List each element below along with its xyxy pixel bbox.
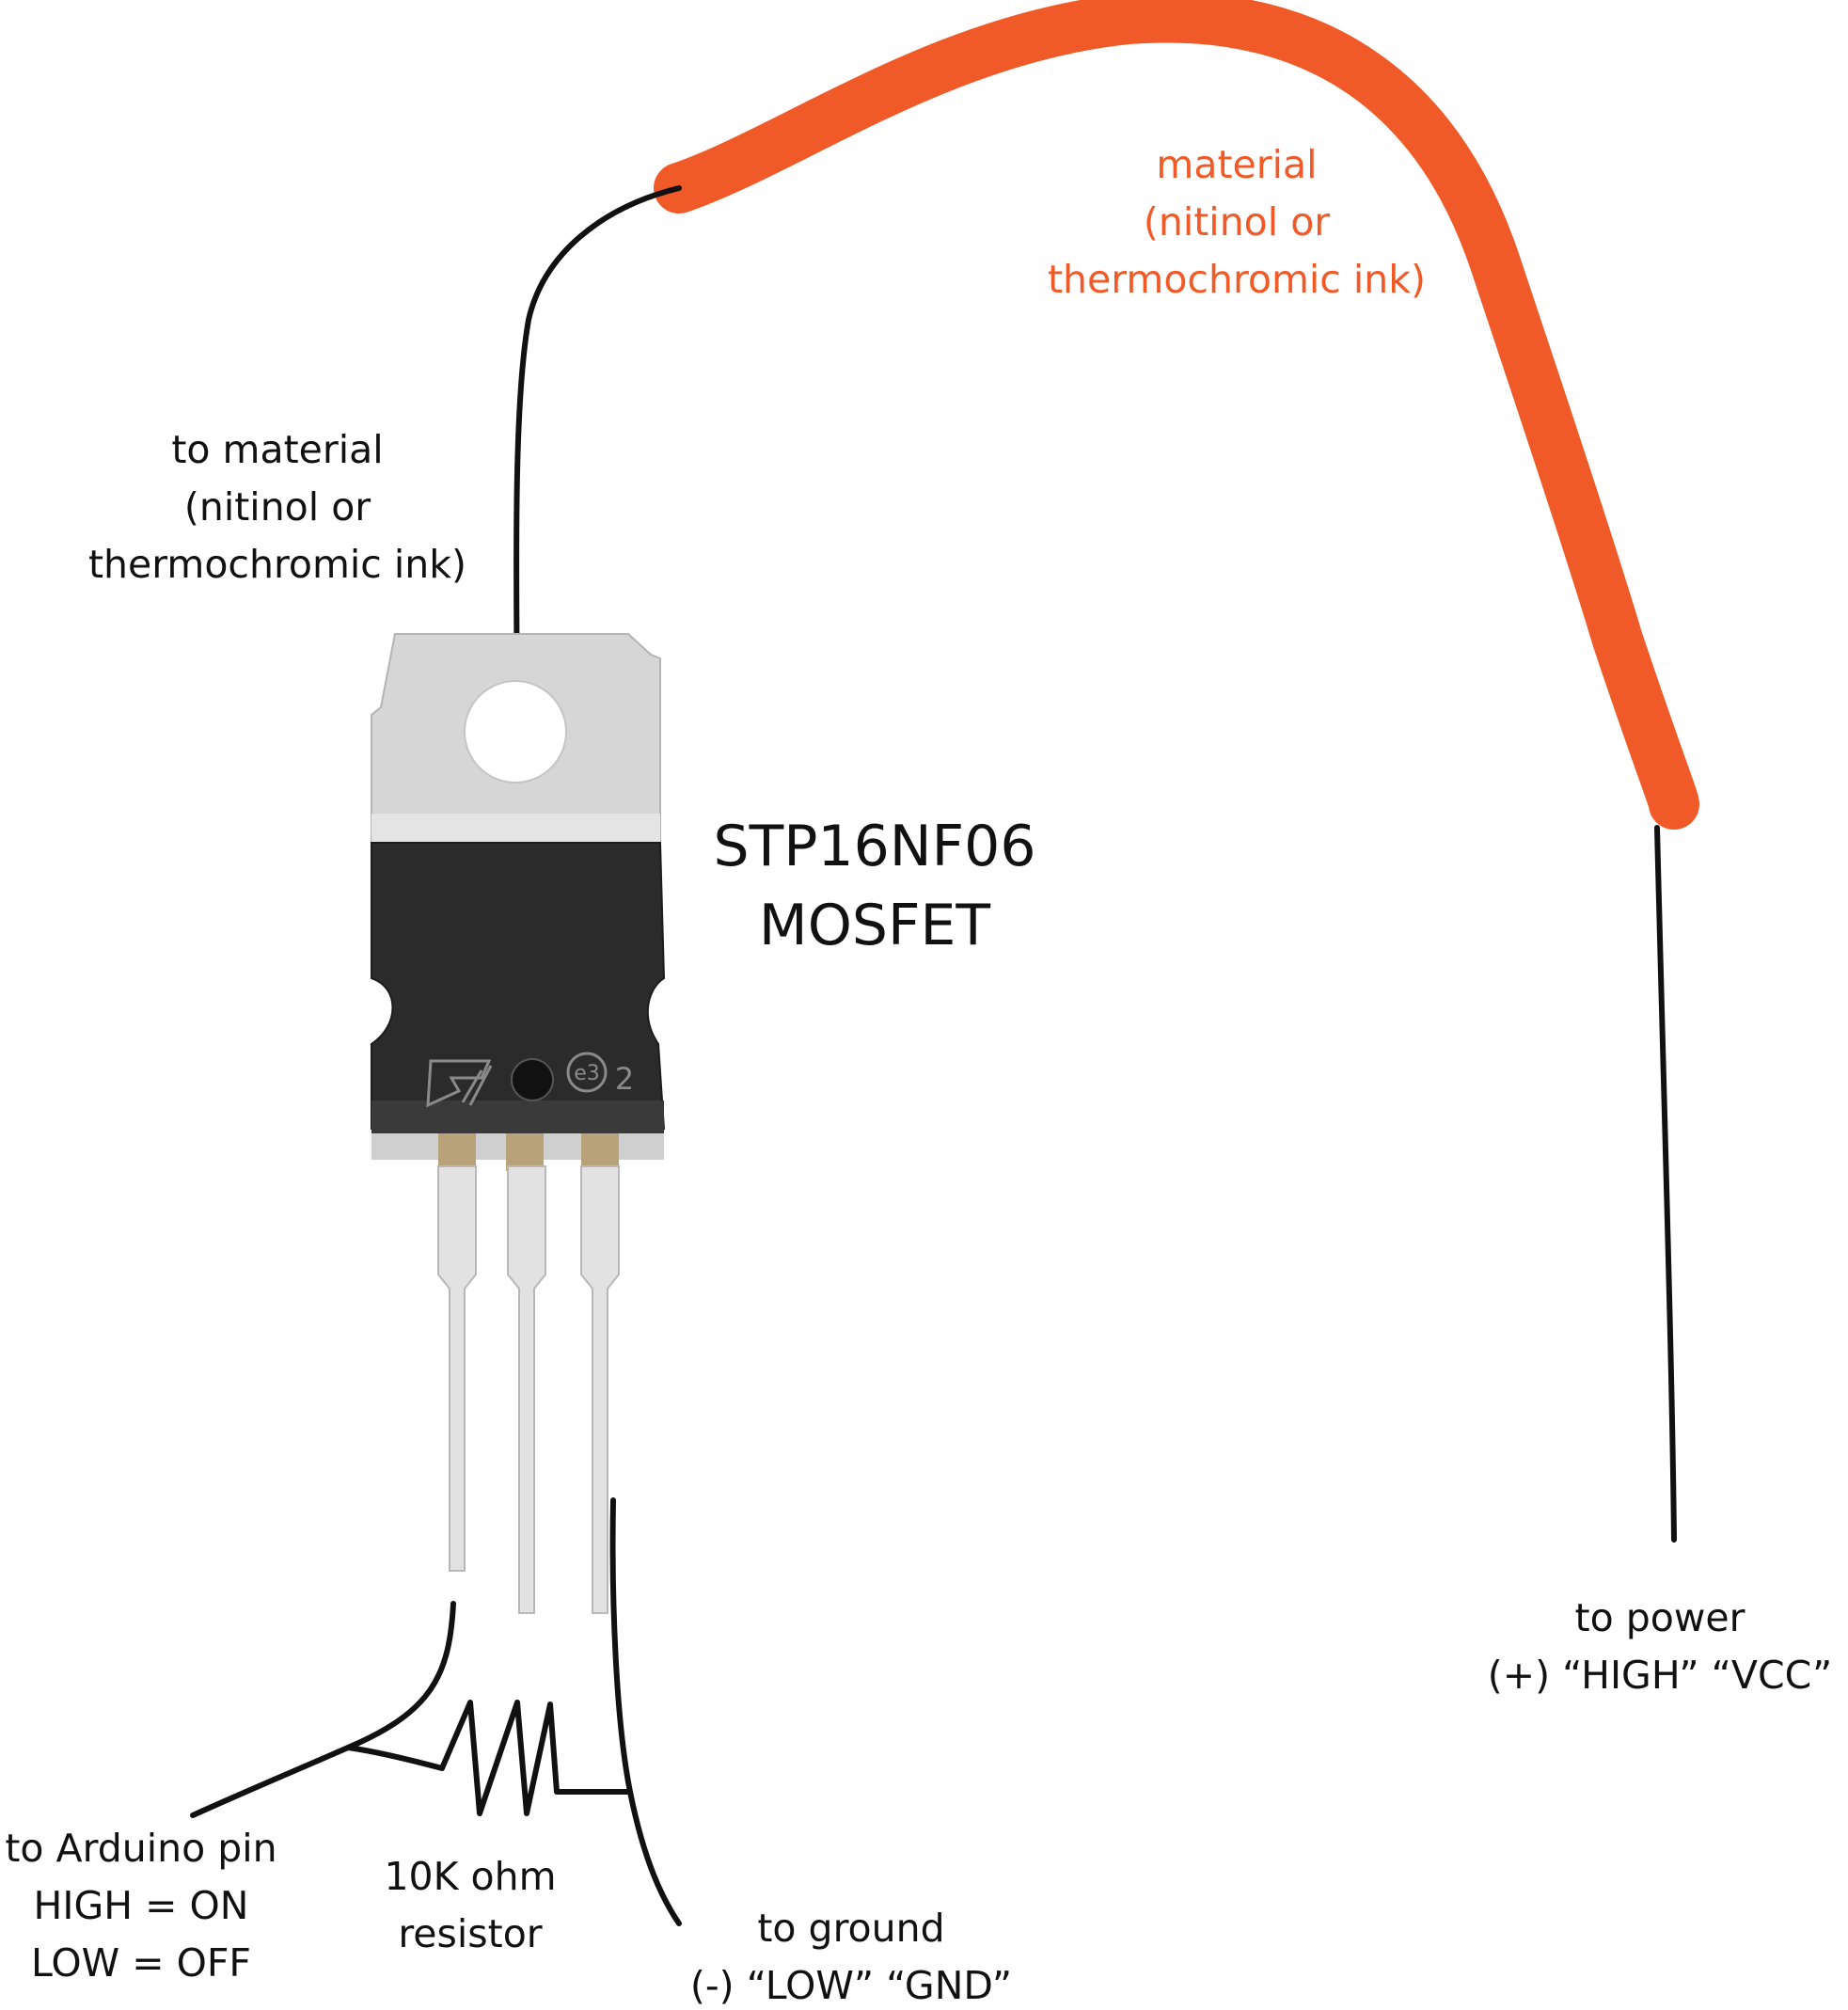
material-label-line3: thermochromic ink) — [1047, 257, 1427, 302]
wire-gate-to-arduino — [190, 1601, 456, 1818]
to-ground-label-line1: to ground — [757, 1906, 945, 1951]
st-logo-icon — [426, 1059, 493, 1108]
to-material-label-line3: thermochromic ink) — [87, 542, 467, 587]
material-label-line1: material — [1156, 142, 1318, 187]
lead-source — [580, 1165, 620, 1614]
to-material-label: to material (nitinol or thermochromic in… — [56, 431, 498, 584]
wire-material-to-power — [1654, 825, 1677, 1543]
pin-root-drain — [506, 1133, 544, 1171]
e3-icon: e3 — [566, 1052, 608, 1093]
to-ground-label: to ground (-) “LOW” “GND” — [677, 1909, 1025, 2005]
to-material-label-line2: (nitinol or — [183, 484, 371, 530]
body-dimple — [511, 1058, 554, 1101]
part-type: MOSFET — [758, 893, 991, 958]
mosfet-leads — [437, 1165, 620, 1614]
lead-drain — [507, 1165, 546, 1614]
resistor-label-line1: 10K ohm — [384, 1854, 557, 1899]
body-marking-code: 2 — [615, 1061, 634, 1097]
to-power-label: to power (+) “HIGH” “VCC” — [1462, 1599, 1848, 1695]
material-strip — [654, 0, 1699, 830]
pin-root-gate — [438, 1133, 476, 1171]
material-label-line2: (nitinol or — [1143, 199, 1331, 245]
to-arduino-label-line3: LOW = OFF — [30, 1940, 252, 1986]
to-power-label-line1: to power — [1574, 1595, 1745, 1640]
to-power-label-line2: (+) “HIGH” “VCC” — [1487, 1653, 1833, 1698]
to-material-label-line1: to material — [171, 427, 384, 472]
part-number: STP16NF06 — [713, 814, 1036, 879]
to-ground-label-line2: (-) “LOW” “GND” — [689, 1963, 1013, 2008]
part-title: STP16NF06 MOSFET — [649, 818, 1100, 954]
lead-gate — [437, 1165, 477, 1572]
mounting-hole — [464, 680, 567, 783]
pin-root-source — [581, 1133, 619, 1171]
to-arduino-label: to Arduino pin HIGH = ON LOW = OFF — [0, 1829, 282, 1983]
wire-source-to-ground — [609, 1497, 682, 1926]
to-arduino-label-line1: to Arduino pin — [5, 1826, 277, 1871]
wire-tab-to-material — [513, 185, 682, 699]
to-arduino-label-line2: HIGH = ON — [33, 1883, 249, 1928]
bottom-wiring — [190, 1497, 682, 1926]
resistor-label: 10K ohm resistor — [357, 1858, 583, 1954]
resistor-label-line2: resistor — [398, 1911, 543, 1956]
mosfet-package: e3 2 — [371, 633, 666, 1171]
svg-text:e3: e3 — [574, 1062, 600, 1085]
material-label: material (nitinol or thermochromic ink) — [1011, 146, 1462, 299]
resistor-zigzag — [345, 1700, 631, 1816]
body-bottom-shade — [371, 1100, 664, 1143]
